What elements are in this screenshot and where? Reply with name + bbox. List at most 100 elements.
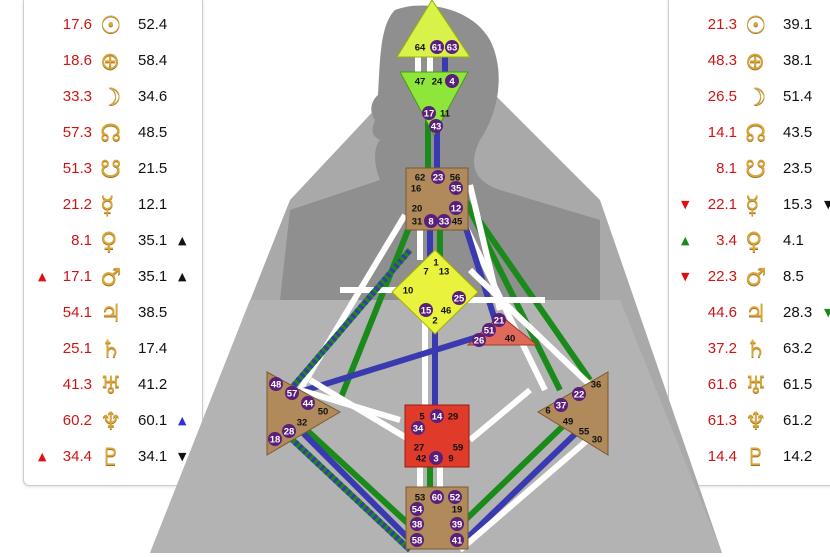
gate-6[interactable]: 6 (545, 405, 550, 416)
gate-3[interactable]: 3 (433, 453, 438, 464)
gate-58[interactable]: 58 (412, 535, 423, 546)
mercury-icon[interactable]: ☿ (100, 191, 115, 219)
saturn-icon[interactable]: ♄ (100, 335, 122, 363)
jupiter-icon[interactable]: ♃ (745, 299, 767, 327)
moon-icon[interactable]: ☽ (745, 83, 767, 111)
gate-16[interactable]: 16 (411, 183, 422, 194)
gate-37[interactable]: 37 (556, 400, 567, 411)
gate-21-marker[interactable] (492, 313, 506, 327)
gate-36[interactable]: 36 (591, 379, 602, 390)
earth-icon[interactable]: ⊕ (745, 47, 766, 75)
gate-42[interactable]: 42 (416, 453, 427, 464)
gate-19[interactable]: 19 (452, 504, 463, 515)
gate-28[interactable]: 28 (284, 426, 295, 437)
gate-31[interactable]: 31 (412, 216, 423, 227)
gate-43-marker[interactable] (429, 119, 443, 133)
pluto-icon[interactable]: ♇ (100, 443, 122, 471)
gate-12-marker[interactable] (449, 201, 463, 215)
gate-8-marker[interactable] (424, 214, 438, 228)
gate-10[interactable]: 10 (403, 285, 414, 296)
gate-20[interactable]: 20 (412, 203, 423, 214)
gate-60[interactable]: 60 (432, 492, 443, 503)
gate-52[interactable]: 52 (450, 492, 461, 503)
gate-55[interactable]: 55 (579, 426, 590, 437)
gate-54-marker[interactable] (410, 502, 424, 516)
gate-18[interactable]: 18 (270, 434, 281, 445)
gate-12[interactable]: 12 (451, 203, 462, 214)
gate-61-marker[interactable] (430, 40, 444, 54)
gate-15[interactable]: 15 (421, 305, 432, 316)
gate-4-marker[interactable] (445, 74, 459, 88)
earth-icon[interactable]: ⊕ (100, 47, 121, 75)
gate-29[interactable]: 29 (448, 411, 459, 422)
gate-27[interactable]: 27 (414, 442, 425, 453)
gate-56[interactable]: 56 (450, 172, 461, 183)
venus-icon[interactable]: ♀ (745, 227, 763, 255)
gate-44[interactable]: 44 (303, 398, 314, 409)
gate-11[interactable]: 11 (440, 108, 451, 119)
gate-41-marker[interactable] (450, 533, 464, 547)
gate-45[interactable]: 45 (452, 216, 463, 227)
gate-52-marker[interactable] (448, 490, 462, 504)
gate-33-marker[interactable] (437, 214, 451, 228)
gate-15-marker[interactable] (419, 303, 433, 317)
gate-13[interactable]: 13 (439, 266, 450, 277)
gate-43[interactable]: 43 (431, 121, 442, 132)
gate-59[interactable]: 59 (453, 442, 464, 453)
gate-35[interactable]: 35 (451, 183, 462, 194)
gate-28-marker[interactable] (282, 424, 296, 438)
south-node-icon[interactable]: ☋ (745, 155, 767, 183)
gate-63[interactable]: 63 (447, 42, 458, 53)
sun-icon[interactable]: ☉ (745, 11, 767, 39)
gate-58-marker[interactable] (410, 533, 424, 547)
gate-46[interactable]: 46 (441, 305, 452, 316)
gate-41[interactable]: 41 (452, 535, 463, 546)
south-node-icon[interactable]: ☋ (100, 155, 122, 183)
gate-1[interactable]: 1 (433, 257, 439, 268)
gate-63-marker[interactable] (445, 40, 459, 54)
gate-17[interactable]: 17 (424, 108, 435, 119)
gate-48[interactable]: 48 (271, 379, 282, 390)
gate-14[interactable]: 14 (432, 411, 443, 422)
gate-25-marker[interactable] (452, 291, 466, 305)
gate-34-marker[interactable] (411, 421, 425, 435)
neptune-icon[interactable]: ♆ (745, 407, 767, 435)
gate-23-marker[interactable] (431, 170, 445, 184)
gate-5[interactable]: 5 (419, 411, 425, 422)
mars-icon[interactable]: ♂ (745, 263, 767, 291)
gate-47[interactable]: 47 (415, 76, 426, 87)
gate-62[interactable]: 62 (415, 172, 426, 183)
gate-2[interactable]: 2 (432, 315, 437, 326)
jupiter-icon[interactable]: ♃ (100, 299, 122, 327)
gate-51[interactable]: 51 (484, 325, 495, 336)
gate-61[interactable]: 61 (432, 42, 443, 53)
uranus-icon[interactable]: ♅ (745, 371, 767, 399)
gate-39[interactable]: 39 (452, 519, 463, 530)
gate-9[interactable]: 9 (448, 453, 453, 464)
gate-57[interactable]: 57 (287, 388, 298, 399)
g-center[interactable] (391, 249, 479, 335)
gate-8[interactable]: 8 (428, 216, 433, 227)
gate-48-marker[interactable] (269, 377, 283, 391)
gate-50[interactable]: 50 (318, 406, 329, 417)
moon-icon[interactable]: ☽ (100, 83, 122, 111)
gate-35-marker[interactable] (449, 181, 463, 195)
gate-34[interactable]: 34 (413, 423, 424, 434)
mars-icon[interactable]: ♂ (100, 263, 122, 291)
gate-49[interactable]: 49 (563, 416, 574, 427)
saturn-icon[interactable]: ♄ (745, 335, 767, 363)
gate-38-marker[interactable] (410, 517, 424, 531)
uranus-icon[interactable]: ♅ (100, 371, 122, 399)
pluto-icon[interactable]: ♇ (745, 443, 767, 471)
sun-icon[interactable]: ☉ (100, 11, 122, 39)
gate-18-marker[interactable] (268, 432, 282, 446)
gate-44-marker[interactable] (301, 396, 315, 410)
gate-7[interactable]: 7 (423, 266, 428, 277)
gate-22[interactable]: 22 (574, 389, 585, 400)
gate-17-marker[interactable] (422, 106, 436, 120)
gate-38[interactable]: 38 (412, 519, 423, 530)
gate-60-marker[interactable] (430, 490, 444, 504)
gate-64[interactable]: 64 (415, 42, 426, 53)
gate-39-marker[interactable] (450, 517, 464, 531)
gate-37-marker[interactable] (554, 398, 568, 412)
